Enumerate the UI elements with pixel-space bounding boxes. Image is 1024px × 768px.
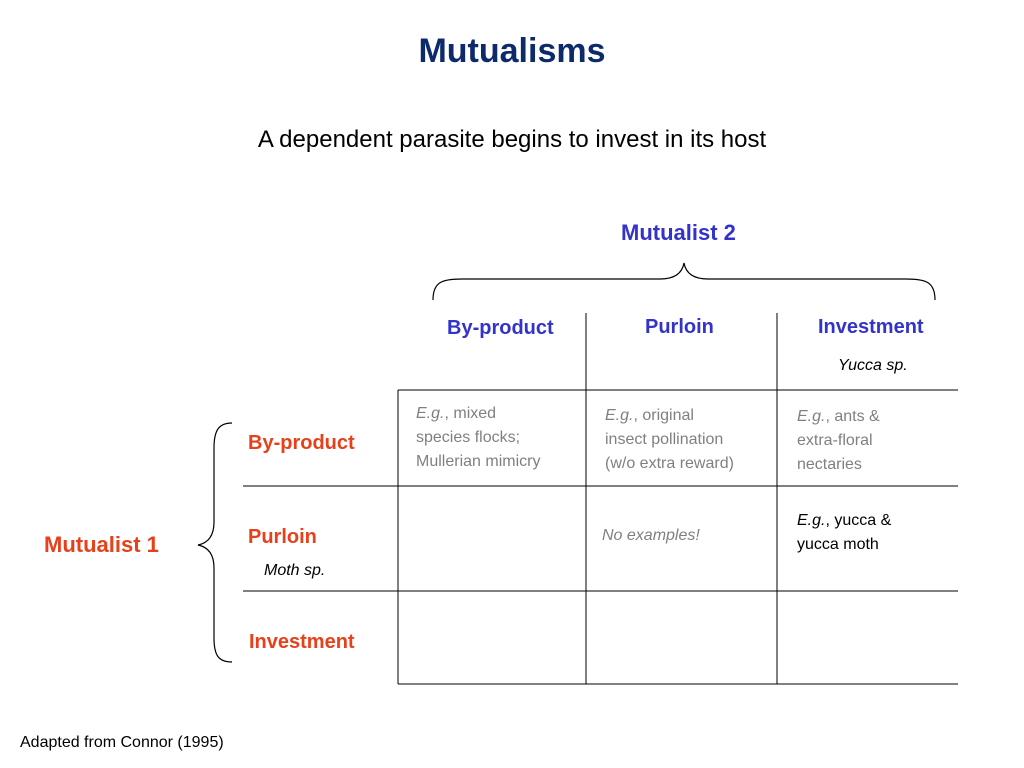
cell-byproduct-byproduct: E.g., mixed species flocks; Mullerian mi… [416, 402, 540, 474]
cell-text: yucca moth [797, 536, 879, 553]
moth-species-note: Moth sp. [264, 562, 326, 579]
cell-byproduct-investment: E.g., ants & extra-floral nectaries [797, 405, 880, 477]
cell-text: , ants & [825, 408, 880, 425]
cell-text: extra-floral [797, 432, 873, 449]
row-header-purloin: Purloin [248, 526, 317, 548]
cell-eg: E.g. [605, 407, 634, 424]
cell-text: (w/o extra reward) [605, 455, 734, 472]
column-header-purloin: Purloin [645, 316, 714, 338]
row-header-byproduct: By-product [248, 432, 355, 454]
cell-text: Mullerian mimicry [416, 453, 541, 470]
mutualist2-label: Mutualist 2 [621, 220, 736, 245]
cell-purloin-investment: E.g., yucca & yucca moth [797, 509, 891, 557]
cell-text: No examples! [602, 527, 700, 544]
column-header-investment: Investment [818, 316, 924, 338]
cell-eg: E.g. [797, 512, 826, 529]
mutualist1-brace [197, 422, 233, 663]
cell-purloin-purloin: No examples! [602, 524, 700, 548]
yucca-species-note: Yucca sp. [838, 357, 908, 374]
cell-text: nectaries [797, 456, 862, 473]
cell-byproduct-purloin: E.g., original insect pollination (w/o e… [605, 404, 734, 476]
cell-text: species flocks; [416, 429, 521, 446]
cell-text: , mixed [444, 405, 497, 422]
citation: Adapted from Connor (1995) [20, 734, 224, 751]
cell-eg: E.g. [797, 408, 826, 425]
cell-eg: E.g. [416, 405, 445, 422]
cell-text: , yucca & [825, 512, 892, 529]
row-header-investment: Investment [249, 631, 355, 653]
subtitle: A dependent parasite begins to invest in… [257, 126, 767, 153]
cell-text: insect pollination [605, 431, 724, 448]
cell-text: , original [633, 407, 694, 424]
page-title: Mutualisms [418, 32, 606, 70]
mutualist1-label: Mutualist 1 [44, 532, 159, 557]
column-header-byproduct: By-product [447, 317, 554, 339]
mutualist2-brace [432, 262, 936, 301]
